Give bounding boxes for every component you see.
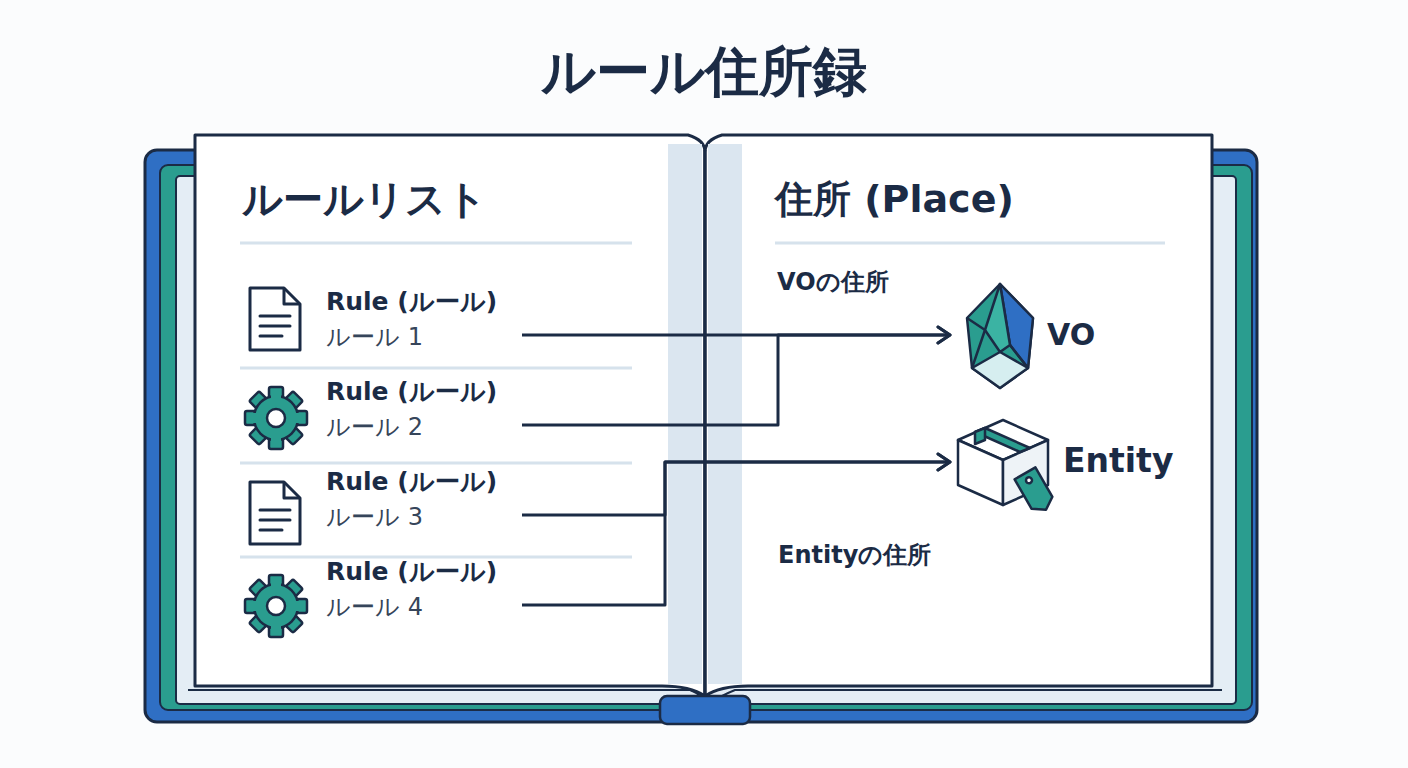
address-label: Entityの住所 <box>778 541 931 570</box>
address-label: VOの住所 <box>777 268 889 297</box>
entity-node: Entity <box>950 412 1180 512</box>
rule-name: Rule (ルール) <box>326 467 497 497</box>
rule-name: Rule (ルール) <box>326 377 497 407</box>
book-page: 住所 (Place) VO Entity <box>705 135 1210 690</box>
rule-item: Rule (ルール) ルール 3 <box>240 465 522 565</box>
node-label: VO <box>1047 317 1095 353</box>
page-heading: 住所 (Place) <box>775 177 1014 223</box>
connector-arrow <box>522 462 950 515</box>
rule-item: Rule (ルール) ルール 2 <box>240 375 522 475</box>
node-label: Entity <box>1063 441 1173 481</box>
title: ルール住所録 <box>0 36 1408 109</box>
connector-arrow <box>522 334 950 337</box>
rule-number: ルール 1 <box>326 323 423 352</box>
rule-item: Rule (ルール) ルール 4 <box>240 555 522 655</box>
rule-item: Rule (ルール) ルール 1 <box>240 285 522 385</box>
book-page: ルールリストRule (ルール)ルール 1Rule (ルール)ルール 2Rule… <box>200 135 700 690</box>
rule-number: ルール 3 <box>326 503 423 532</box>
rule-name: Rule (ルール) <box>326 287 497 317</box>
connector-arrow <box>522 462 950 605</box>
connector-arrow <box>522 335 950 425</box>
rule-name: Rule (ルール) <box>326 557 497 587</box>
rule-number: ルール 2 <box>326 413 423 442</box>
page-heading: ルールリスト <box>242 175 487 223</box>
rule-number: ルール 4 <box>326 593 423 622</box>
vo-node: VO <box>950 280 1110 390</box>
